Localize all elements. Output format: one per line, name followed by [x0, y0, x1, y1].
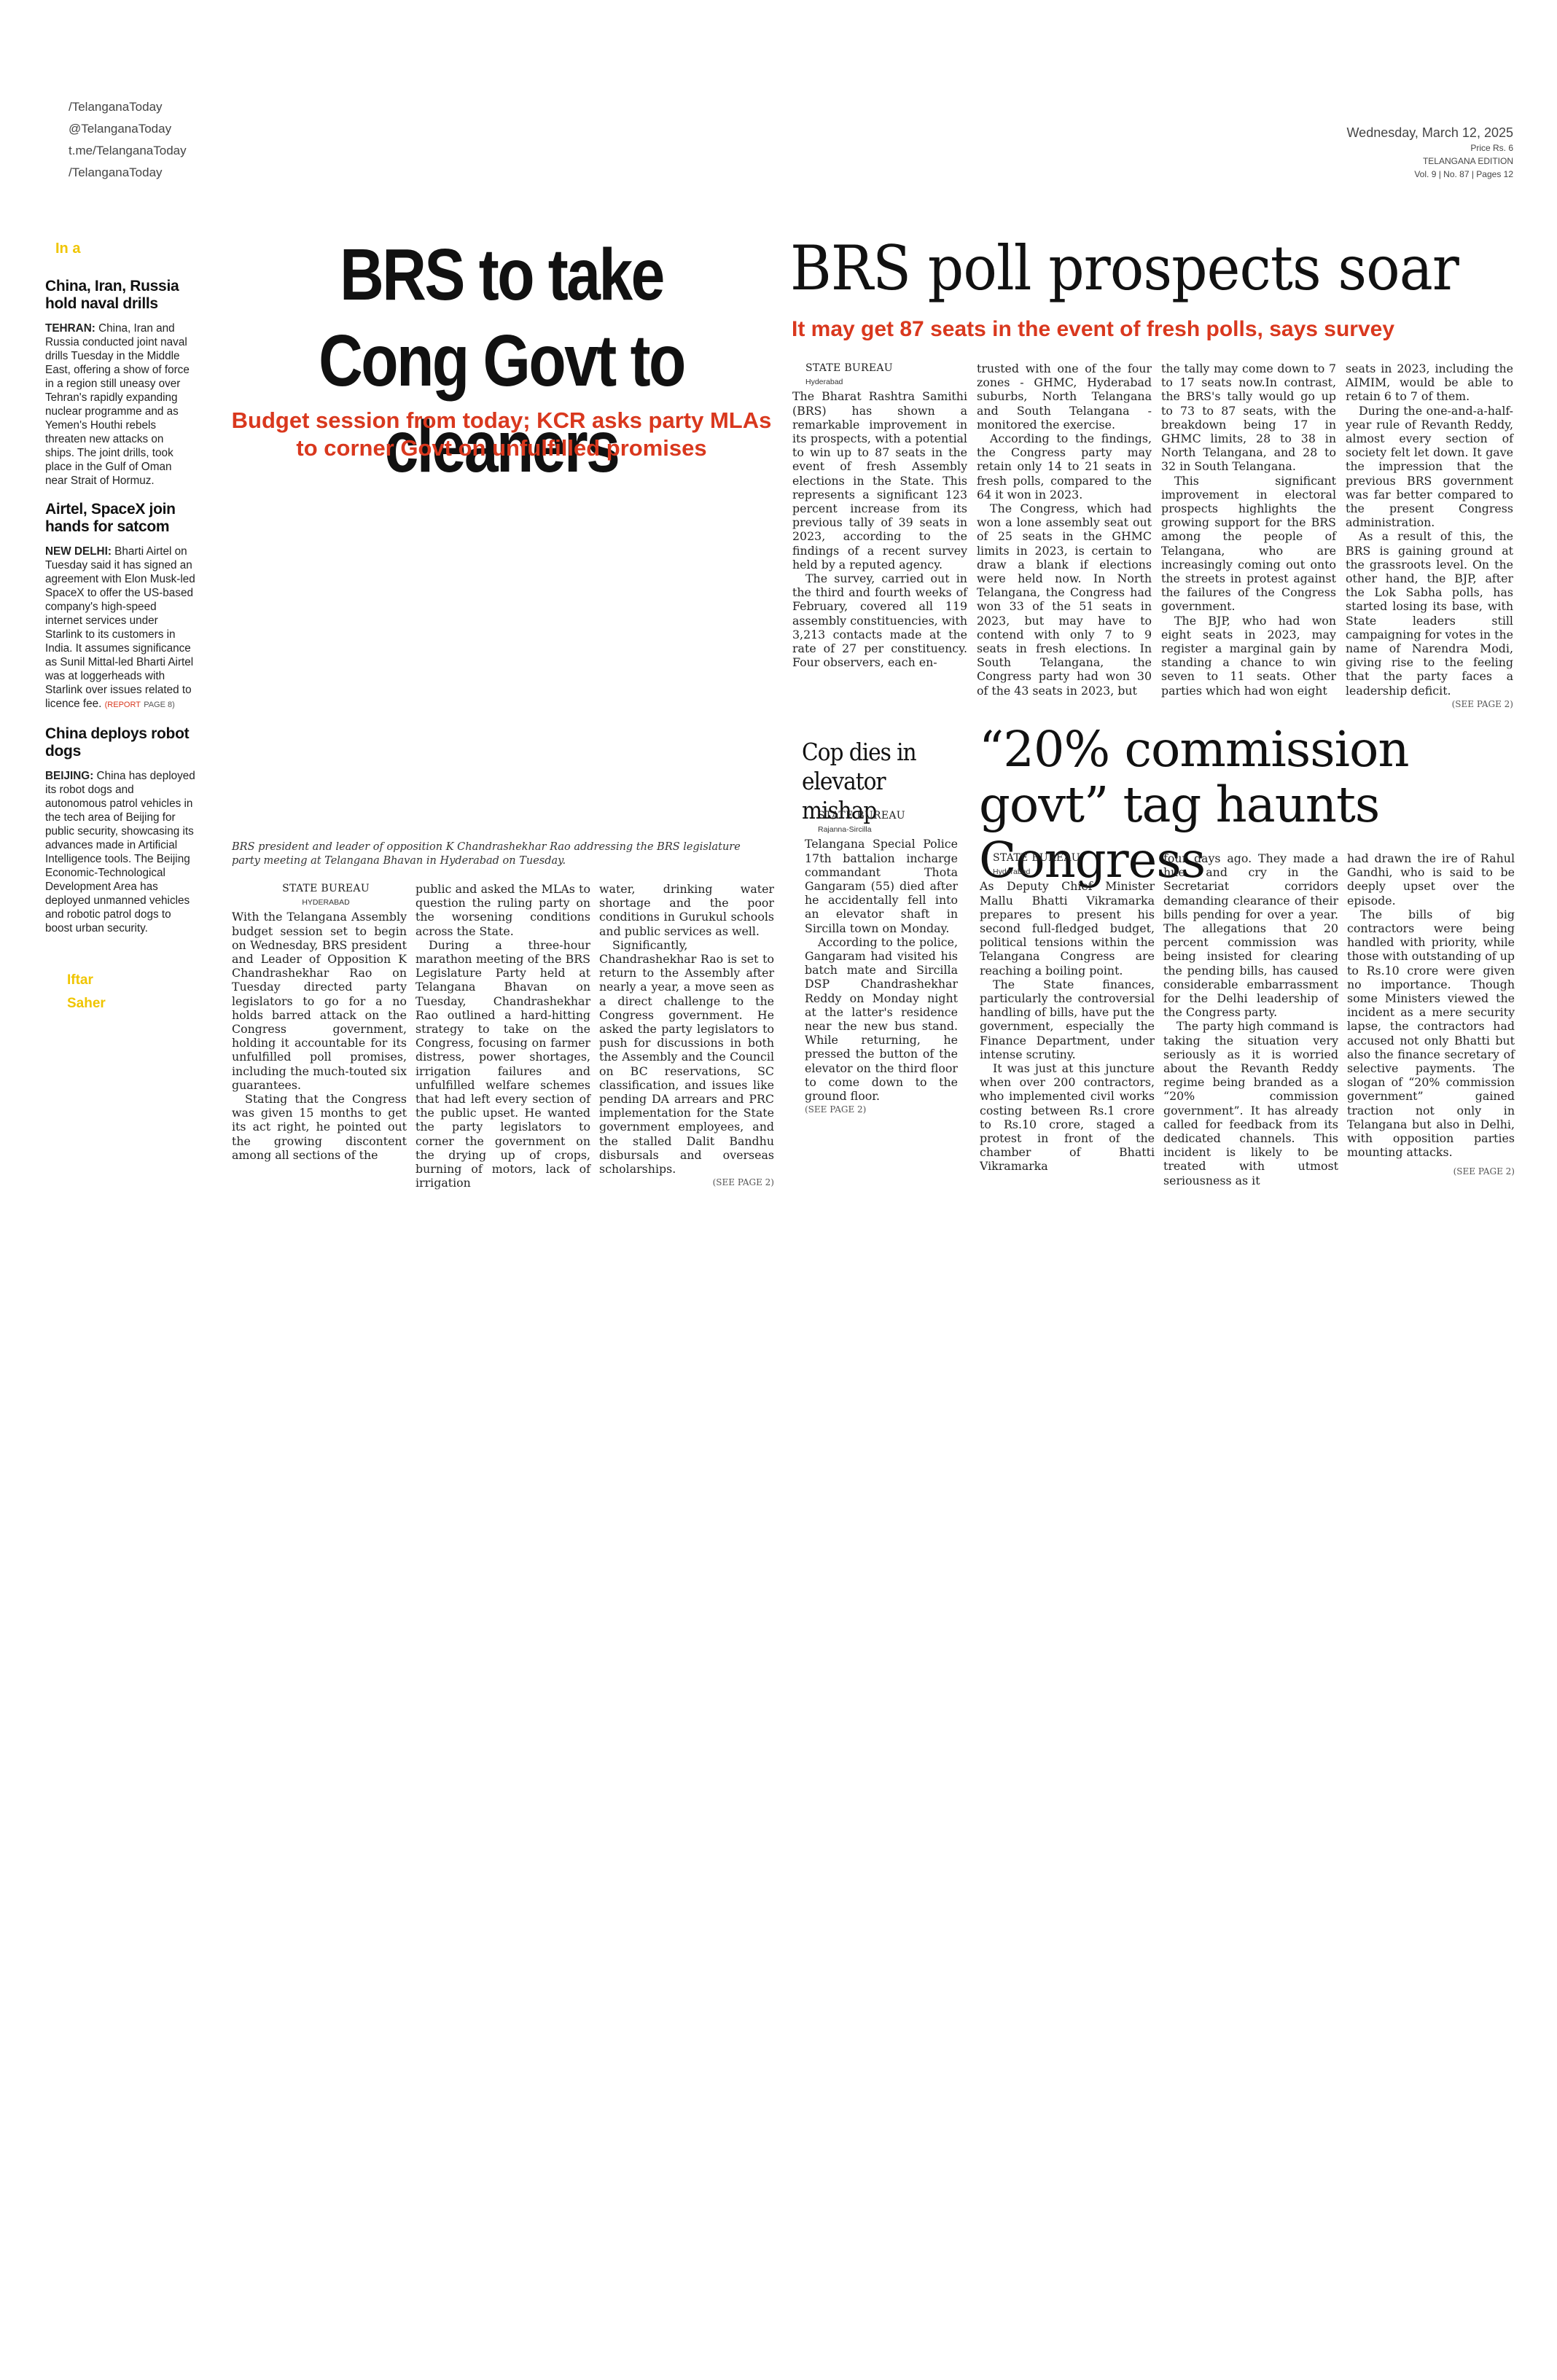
brief-headline[interactable]: China deploys robot dogs [45, 725, 190, 760]
paragraph: According to the findings, the Congress … [977, 432, 1152, 502]
paragraph: The BJP, who had won eight seats in 2023… [1161, 613, 1336, 698]
poll-column-2: trusted with one of the four zones - GHM… [977, 362, 1152, 698]
brief-dateline: NEW DELHI: [45, 545, 112, 558]
facebook-handle[interactable]: /TelanganaToday [69, 100, 163, 114]
paragraph: Stating that the Congress was given 15 m… [232, 1092, 407, 1162]
byline-place: HYDERABAD [302, 898, 350, 908]
paragraph: Significantly, Chandrashekhar Rao is set… [599, 937, 774, 1177]
paragraph: During a three-hour marathon meeting of … [415, 937, 590, 1190]
paragraph: The State finances, particularly the con… [980, 977, 1155, 1061]
issue-date: Wednesday, March 12, 2025 [1346, 125, 1513, 140]
paragraph: water, drinking water shortage and the p… [599, 882, 774, 938]
commission-column-3: had drawn the ire of Rahul Gandhi, who i… [1347, 851, 1515, 1179]
paragraph: During the one-and-a-half-year rule of R… [1346, 403, 1513, 530]
volume-info: Vol. 9 | No. 87 | Pages 12 [1414, 169, 1513, 179]
brief-body: TEHRAN: China, Iran and Russia conducted… [45, 321, 195, 488]
paragraph: As a result of this, the BRS is gaining … [1346, 529, 1513, 698]
report-ref[interactable]: (REPORT [104, 701, 141, 709]
poll-column-3: the tally may come down to 7 to 17 seats… [1161, 362, 1336, 698]
briefs-column: In a China, Iran, Russia hold naval dril… [45, 241, 195, 1015]
brief-headline[interactable]: Airtel, SpaceX join hands for satcom [45, 501, 176, 535]
lead-column-1: STATE BUREAU HYDERABAD With the Telangan… [232, 882, 407, 1162]
poll-headline[interactable]: BRS poll prospects soar [790, 233, 1459, 304]
cop-headline[interactable]: Cop dies in elevator mishap [802, 738, 917, 824]
brief-body: NEW DELHI: Bharti Airtel on Tuesday said… [45, 545, 195, 712]
edition-info: Wednesday, March 12, 2025 Price Rs. 6 TE… [1207, 124, 1513, 181]
lead-column-2: public and asked the MLAs to question th… [415, 882, 590, 1190]
paragraph: The Congress, which had won a lone assem… [977, 502, 1152, 698]
byline-place: Rajanna-Sircilla [818, 825, 872, 835]
poll-subhead: It may get 87 seats in the event of fres… [792, 317, 1395, 341]
brief-dateline: TEHRAN: [45, 322, 95, 335]
paragraph: According to the police, Gangaram had vi… [805, 935, 958, 1104]
paragraph: public and asked the MLAs to question th… [415, 882, 590, 938]
paragraph: had drawn the ire of Rahul Gandhi, who i… [1347, 851, 1515, 908]
paragraph: As Deputy Chief Minister Mallu Bhatti Vi… [980, 879, 1155, 978]
instagram-handle[interactable]: /TelanganaToday [69, 165, 163, 179]
byline: STATE BUREAU [818, 810, 905, 822]
brief-text: China, Iran and Russia conducted joint n… [45, 322, 190, 487]
brief-body: BEIJING: China has deployed its robot do… [45, 769, 195, 935]
paragraph: trusted with one of the four zones - GHM… [977, 362, 1152, 432]
twitter-handle[interactable]: @TelanganaToday [69, 122, 172, 136]
lead-photo [230, 483, 773, 834]
lead-headline[interactable]: BRS to take Cong Govt to cleaners [319, 234, 686, 488]
byline-place: Hyderabad [805, 378, 843, 387]
poll-column-4: seats in 2023, including the AIMIM, woul… [1346, 362, 1513, 711]
lead-subhead: Budget session from today; KCR asks part… [231, 407, 772, 461]
brief-headline[interactable]: China, Iran, Russia hold naval drills [45, 278, 179, 312]
commission-column-2: four days ago. They made a hue and cry i… [1163, 851, 1338, 1187]
telegram-handle[interactable]: t.me/TelanganaToday [69, 144, 187, 157]
briefs-label: In a [55, 241, 81, 257]
byline: STATE BUREAU [805, 362, 893, 374]
commission-headline[interactable]: “20% commission govt” tag haunts Congres… [979, 721, 1410, 889]
paragraph: The survey, carried out in the third and… [792, 571, 967, 670]
continued-ref[interactable]: (SEE PAGE 2) [712, 1177, 774, 1188]
paragraph: Telangana Special Police 17th battalion … [805, 837, 958, 935]
byline-place: Hyderabad [993, 867, 1031, 877]
paragraph: the tally may come down to 7 to 17 seats… [1161, 362, 1336, 474]
continued-ref[interactable]: (SEE PAGE 2) [1453, 1166, 1515, 1177]
byline: STATE BUREAU [282, 883, 370, 894]
saher-label: Saher [67, 996, 106, 1011]
paragraph: The Bharat Rashtra Samithi (BRS) has sho… [792, 389, 967, 571]
lead-column-3: water, drinking water shortage and the p… [599, 882, 774, 1190]
brief-text: Bharti Airtel on Tuesday said it has sig… [45, 545, 195, 710]
poll-column-1: STATE BUREAU Hyderabad The Bharat Rashtr… [792, 362, 967, 669]
brief-text: China has deployed its robot dogs and au… [45, 770, 195, 935]
edition-name: TELANGANA EDITION [1422, 156, 1513, 166]
iftar-label: Iftar [67, 972, 93, 988]
paragraph: The party high command is taking the sit… [1163, 1019, 1338, 1187]
paragraph: The bills of big contractors were being … [1347, 907, 1515, 1160]
paragraph: This significant improvement in electora… [1161, 473, 1336, 614]
paragraph: It was just at this juncture when over 2… [980, 1061, 1155, 1174]
report-page[interactable]: PAGE 8) [144, 701, 175, 709]
continued-ref[interactable]: (SEE PAGE 2) [805, 1104, 867, 1115]
photo-caption: BRS president and leader of opposition K… [232, 841, 741, 867]
commission-column-1: STATE BUREAU Hyderabad As Deputy Chief M… [980, 851, 1155, 1174]
brief-dateline: BEIJING: [45, 770, 94, 782]
paragraph: seats in 2023, including the AIMIM, woul… [1346, 362, 1513, 404]
byline: STATE BUREAU [993, 852, 1080, 864]
price: Price Rs. 6 [1470, 143, 1513, 153]
continued-ref[interactable]: (SEE PAGE 2) [1451, 698, 1513, 709]
paragraph: four days ago. They made a hue and cry i… [1163, 851, 1338, 1020]
cop-column: STATE BUREAU Rajanna-Sircilla Telangana … [805, 809, 958, 1117]
social-handles: /TelanganaToday @TelanganaToday t.me/Tel… [69, 96, 302, 184]
paragraph: With the Telangana Assembly budget sessi… [232, 910, 407, 1092]
